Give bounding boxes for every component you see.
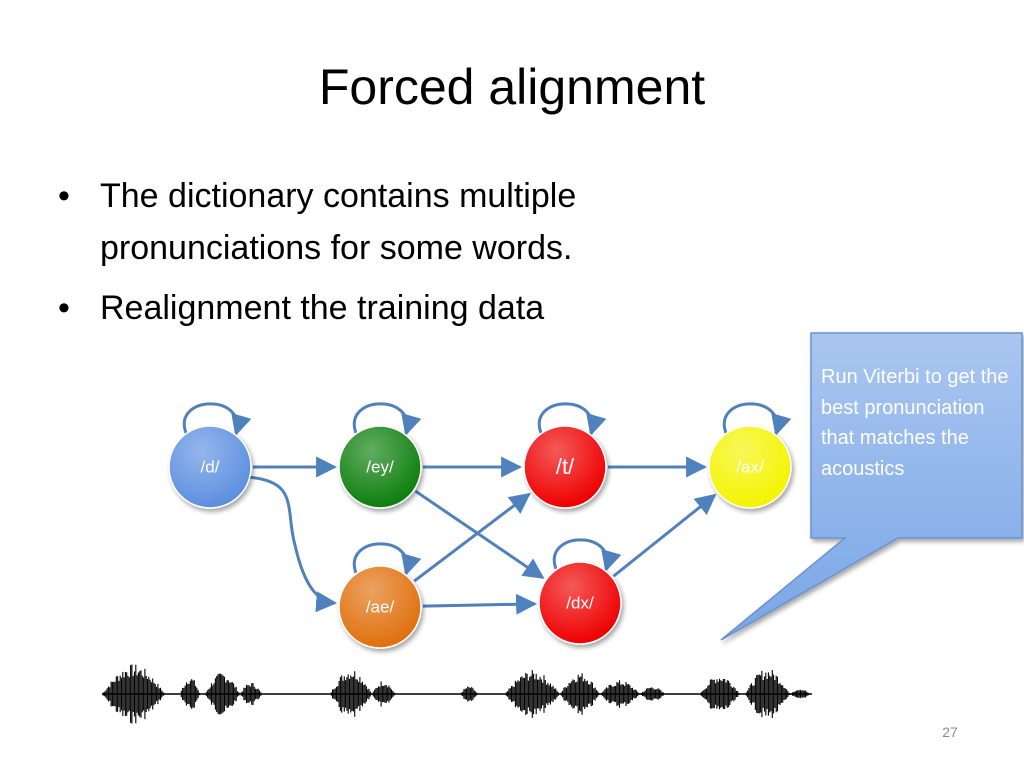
slide-title: Forced alignment	[318, 59, 706, 115]
self-loop-ax	[722, 402, 792, 437]
callout-text: Run Viterbi to get the best pronunciatio…	[821, 366, 1009, 480]
node-dx: /dx/	[538, 561, 622, 645]
self-loop-ey	[352, 402, 422, 437]
node-ax: /ax/	[708, 425, 792, 509]
node-highlight	[169, 426, 251, 508]
edge-ey-dx	[414, 489, 545, 579]
nodes-layer: /d/ /ey/ /t/ /ax/ /ae/ /dx/	[168, 425, 792, 649]
node-label: /d/	[201, 457, 220, 476]
edge-dx-ax	[612, 493, 717, 578]
self-loop-d	[182, 402, 252, 437]
waveform-bursts	[102, 664, 811, 724]
bullet-item: • Realignment the training data	[58, 282, 758, 334]
node-highlight	[339, 426, 421, 508]
node-ey: /ey/	[338, 425, 422, 509]
audio-waveform	[102, 664, 812, 724]
bullet-dot: •	[58, 289, 70, 327]
node-label: /ae/	[366, 597, 395, 616]
bullet-text: Realignment the training data	[100, 289, 545, 327]
self-loop-t	[537, 402, 607, 437]
bullet-dot: •	[58, 177, 70, 215]
bullet-list: • The dictionary contains multiple pronu…	[58, 170, 758, 342]
node-highlight	[539, 562, 621, 644]
node-highlight	[339, 566, 421, 648]
node-d: /d/	[168, 425, 252, 509]
node-ae: /ae/	[338, 565, 422, 649]
self-loops-layer	[182, 402, 792, 577]
edge-ae-t	[413, 492, 531, 583]
node-highlight	[709, 426, 791, 508]
node-label: /dx/	[566, 593, 594, 612]
edge-d-ae	[245, 475, 338, 613]
node-t: /t/	[523, 425, 607, 509]
page-number: 27	[942, 724, 958, 740]
edge-ae-dx	[422, 593, 538, 615]
node-label: /ey/	[366, 457, 394, 476]
node-highlight	[524, 426, 606, 508]
self-loop-ae	[352, 542, 422, 577]
bullet-text: The dictionary contains multiple pronunc…	[100, 177, 577, 267]
bullet-item: • The dictionary contains multiple pronu…	[58, 170, 758, 274]
node-label: /ax/	[736, 457, 764, 476]
node-label: /t/	[556, 454, 575, 479]
callout-box	[720, 332, 1023, 641]
edges-layer	[245, 456, 717, 615]
self-loop-dx	[552, 538, 622, 573]
